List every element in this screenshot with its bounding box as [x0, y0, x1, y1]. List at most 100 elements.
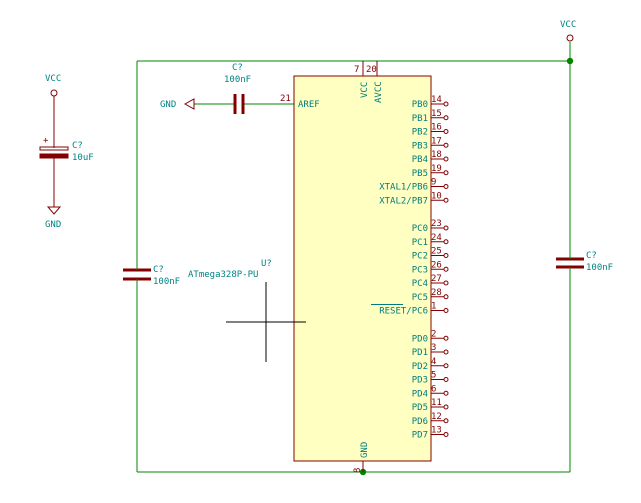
pin-number: 13 [431, 426, 442, 436]
pin-name: PC2 [412, 252, 428, 262]
ic-value: ATmega328P-PU [188, 270, 258, 280]
pin-number: 12 [431, 412, 442, 422]
ic-pin-gnd-num: 8 [353, 468, 363, 473]
pin-end-marker [443, 225, 449, 231]
wires [136, 42, 571, 473]
ic-pin-avcc-num: 20 [366, 65, 377, 75]
pin-name: XTAL2/PB7 [379, 196, 428, 206]
pin-name: PD5 [412, 403, 428, 413]
pin-end-marker [443, 115, 449, 121]
pin-end-marker [443, 266, 449, 272]
pin-number: 2 [431, 329, 436, 339]
pin-name: PD0 [412, 334, 428, 344]
vcc-left-label: VCC [45, 74, 61, 84]
pin-name: PB4 [412, 155, 428, 165]
cap-aref-value: 100nF [224, 75, 251, 85]
ic-body [293, 75, 432, 462]
pin-number: 10 [431, 191, 442, 201]
cap-left-ref: C? [153, 265, 164, 275]
pin-end-marker [443, 335, 449, 341]
cap-pol-value: 10uF [72, 153, 94, 163]
pin-number: 11 [431, 398, 442, 408]
pin-end-marker [443, 253, 449, 258]
ic-pin-vcc-num: 7 [354, 65, 359, 75]
pin-number: 24 [431, 233, 442, 243]
cap-left-value: 100nF [153, 277, 180, 287]
pin-number: 6 [431, 384, 436, 394]
pin-number: 17 [431, 136, 442, 146]
pin-end-marker [443, 197, 449, 203]
pin-name: PD7 [412, 431, 428, 441]
ic-pin-aref-name: AREF [298, 100, 320, 110]
cap-pol-plate-top [39, 146, 69, 151]
cap-polarized[interactable] [39, 146, 69, 207]
ic-pin-aref-num: 21 [280, 94, 291, 104]
pin-end-marker [443, 432, 449, 437]
cap-aref[interactable] [233, 94, 245, 114]
gnd-aref-label: GND [160, 100, 176, 110]
pin-number: 23 [431, 219, 442, 229]
pin-number: 3 [431, 343, 436, 353]
gnd-left-label: GND [45, 220, 61, 230]
pin-end-marker [443, 142, 449, 148]
pin-end-marker [443, 294, 449, 300]
pin-name: PD2 [412, 362, 428, 372]
pin-name: PD3 [412, 376, 428, 386]
pin-name: PC4 [412, 279, 428, 289]
pin-end-marker [443, 349, 449, 355]
pin-name: PC5 [412, 293, 428, 303]
pin-name: PB5 [412, 169, 428, 179]
gnd-symbol-left [46, 206, 62, 215]
cap-right-value: 100nF [586, 263, 613, 273]
pin-end-marker [443, 363, 449, 369]
pin-end-marker [443, 184, 449, 189]
ic-pin-avcc-name: AVCC [374, 81, 384, 103]
ic-right-pins: 14PB015PB116PB217PB318PB419PB59XTAL1/PB6… [371, 95, 449, 441]
pin-name: PC3 [412, 265, 428, 275]
ic-origin-crosshair [226, 282, 306, 362]
cap-aref-ref: C? [232, 63, 243, 73]
pin-name: XTAL1/PB6 [379, 183, 428, 193]
pin-name: RESET/PC6 [379, 307, 428, 317]
ic-atmega328p[interactable]: 7 20 VCC AVCC 21 AREF 8 GND 14PB015PB116… [280, 61, 449, 473]
pin-name: PB3 [412, 141, 428, 151]
pin-end-marker [443, 170, 449, 176]
pin-number: 28 [431, 288, 442, 298]
cap-left[interactable] [123, 268, 151, 281]
pin-number: 4 [431, 357, 436, 367]
cap-pol-plus: + [43, 136, 49, 146]
gnd-symbol-aref [183, 98, 195, 110]
vcc-right-label: VCC [560, 20, 576, 30]
vcc-symbol-left [50, 89, 58, 148]
pin-number: 1 [431, 302, 436, 312]
ic-pin-vcc-name: VCC [360, 82, 370, 98]
cap-right[interactable] [556, 257, 584, 269]
pin-name: PD1 [412, 348, 428, 358]
pin-number: 15 [431, 109, 442, 119]
pin-number: 14 [431, 95, 442, 105]
